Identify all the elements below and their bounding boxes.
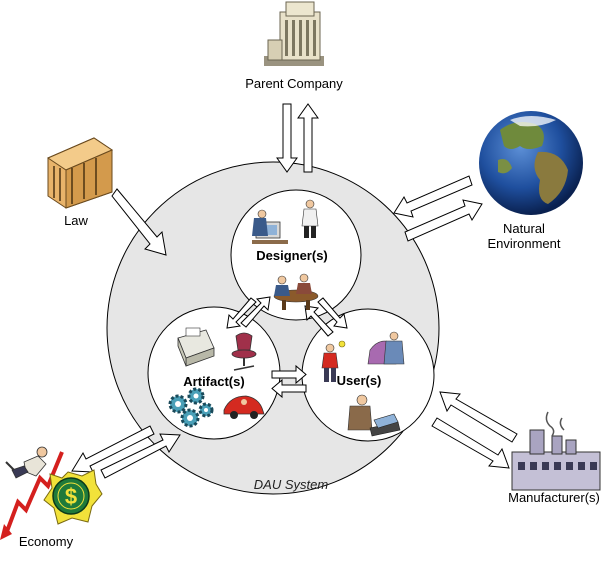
natural-environment-label-line1: Natural: [503, 221, 545, 236]
arrow-user-to-designer: [304, 305, 334, 337]
building-icon: [264, 1, 324, 66]
svg-text:$: $: [65, 484, 77, 509]
arrow-system-to-economy: [71, 425, 155, 473]
user-label: User(s): [337, 373, 382, 388]
arrow-artifact-to-designer: [240, 296, 271, 328]
car-icon: [223, 395, 265, 419]
arrow-designer-to-parent: [297, 103, 319, 173]
printer-icon: [177, 327, 215, 367]
arrow-parent-to-designer: [276, 103, 298, 173]
artifact-circle: [147, 306, 281, 440]
arrow-user-to-artifact: [271, 378, 307, 399]
user-idea-icon: [321, 340, 346, 382]
user-group-icon: [367, 331, 405, 365]
natural-environment-label-line2: Environment: [488, 236, 561, 251]
parent-company-label: Parent Company: [245, 76, 343, 91]
meeting-icon: [273, 273, 319, 310]
designer-at-computer-icon: [252, 209, 288, 244]
artifact-label: Artifact(s): [183, 374, 244, 389]
designer-label: Designer(s): [256, 248, 328, 263]
law-books-icon: [46, 137, 114, 209]
falling-chart-icon: [0, 451, 64, 540]
law-label: Law: [64, 213, 88, 228]
earth-icon: [479, 111, 583, 215]
factory-icon: [511, 411, 601, 491]
arrow-designer-to-artifact: [226, 297, 257, 329]
arrow-manufacturer-to-system: [439, 391, 518, 443]
office-chair-icon: [231, 332, 257, 371]
economy-label: Economy: [19, 534, 74, 549]
arrow-designer-to-user: [317, 297, 348, 329]
arrow-economy-to-system: [100, 433, 181, 479]
falling-man-icon: [5, 446, 48, 479]
arrow-system-to-manufacturer: [431, 417, 510, 469]
dollar-coin-icon: $: [43, 469, 103, 525]
manufacturer-label: Manufacturer(s): [508, 490, 600, 505]
arrow-artifact-to-user: [271, 364, 307, 385]
dau-system-label: DAU System: [254, 477, 329, 492]
arrow-system-to-environment: [404, 199, 483, 242]
standing-designer-icon: [301, 199, 319, 238]
arrow-law-to-system: [111, 188, 167, 256]
user-at-laptop-icon: [347, 394, 401, 437]
arrow-environment-to-system: [393, 175, 473, 218]
gears-icon: [168, 387, 214, 428]
